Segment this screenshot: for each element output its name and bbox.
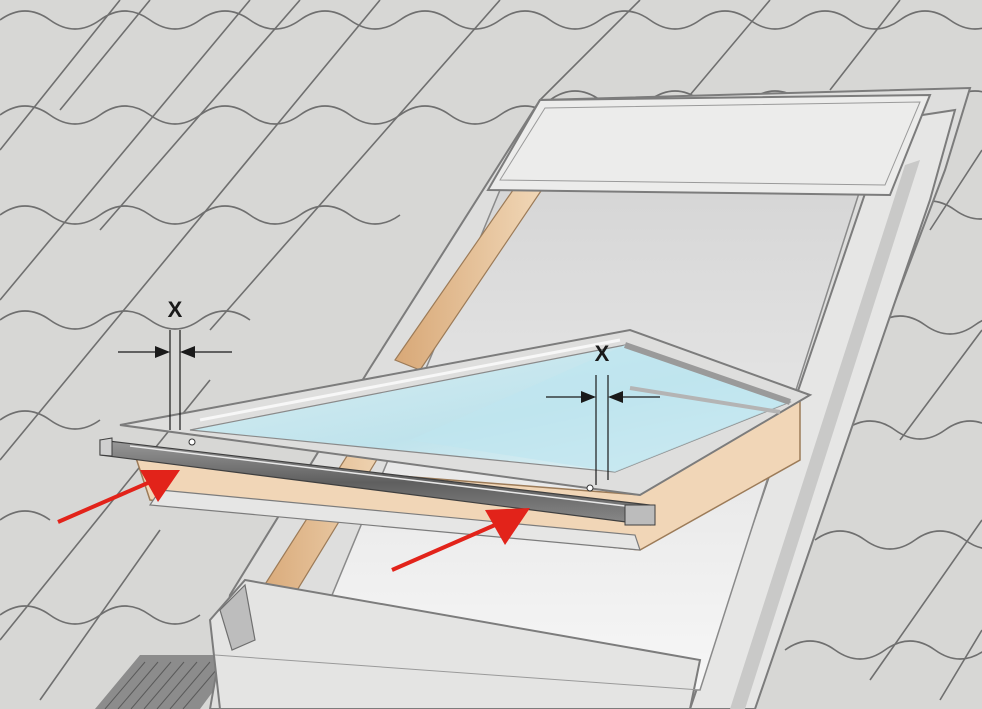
red-arrow-icon <box>140 470 180 502</box>
dimension-label-right: X <box>595 341 610 366</box>
red-arrow-right <box>391 508 530 572</box>
red-arrow-icon <box>485 508 530 545</box>
red-arrow-left <box>57 470 180 524</box>
dimension-label-left: X <box>168 297 183 322</box>
dimension-arrow-icon <box>155 346 170 358</box>
dimension-left <box>118 330 232 430</box>
dimension-arrow-icon <box>608 391 623 403</box>
dimension-arrow-icon <box>180 346 195 358</box>
dimension-arrow-icon <box>581 391 596 403</box>
dimension-right <box>546 375 660 485</box>
shade-bottom-bar <box>99 437 656 526</box>
